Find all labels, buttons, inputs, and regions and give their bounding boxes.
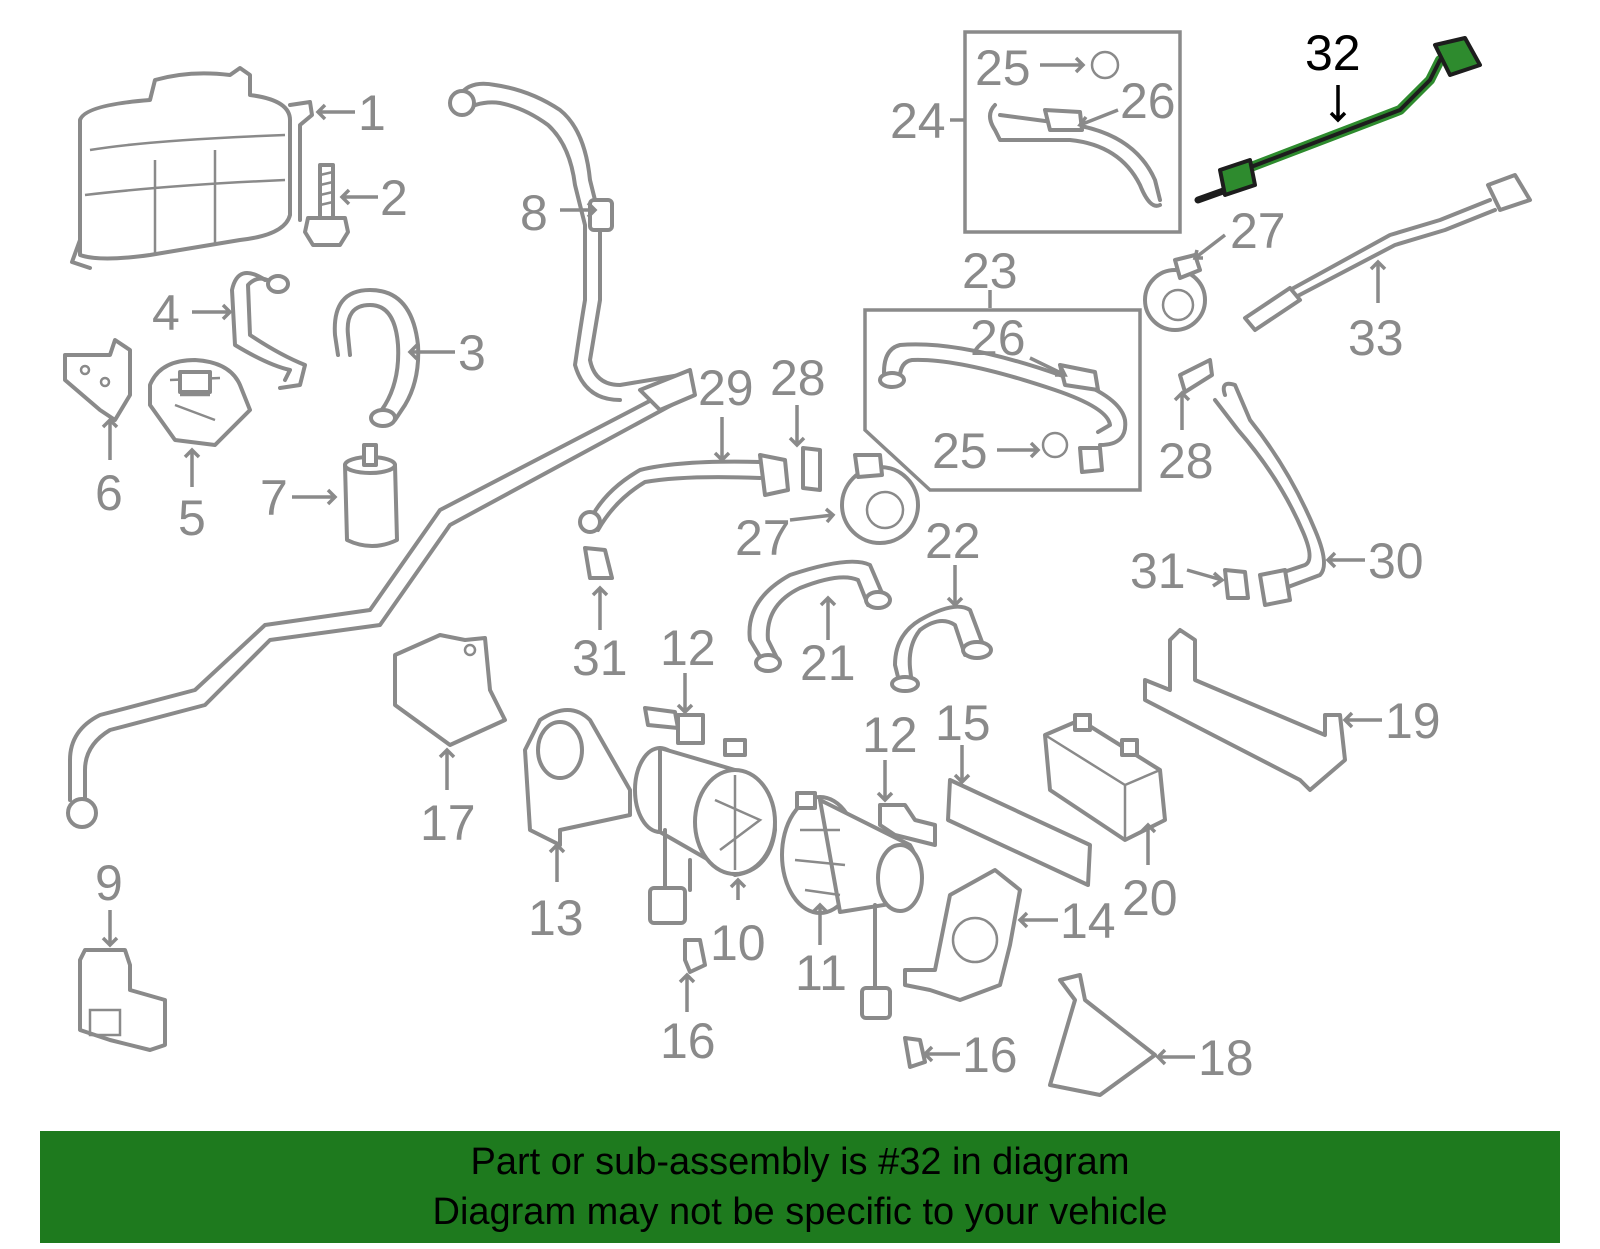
callout-14: 14 [1060,893,1116,949]
callout-26b: 26 [970,310,1026,366]
callout-31a: 31 [572,630,628,686]
callout-8: 8 [520,185,548,241]
part-13-bracket [523,708,632,847]
part-18-shield [1048,973,1157,1097]
callout-9: 9 [95,855,123,911]
info-banner: Part or sub-assembly is #32 in diagram D… [40,1131,1560,1243]
callout-13: 13 [528,890,584,946]
callout-30: 30 [1368,533,1424,589]
callout-7: 7 [260,470,288,526]
banner-line-2: Diagram may not be specific to your vehi… [432,1191,1168,1233]
leader-arrows [101,56,1387,1066]
part-4-hose [230,270,307,390]
callout-33: 33 [1348,310,1404,366]
part-27-lower-valve [840,453,920,545]
part-1-reservoir [70,66,314,270]
part-31b-gasket [1223,568,1250,600]
part-9-pipe [66,368,697,1052]
callout-16a: 16 [660,1013,716,1069]
callout-17: 17 [420,795,476,851]
callout-11: 11 [795,945,847,1001]
part-7-filter [343,443,399,548]
callout-3: 3 [458,325,486,381]
callout-20: 20 [1122,870,1178,926]
part-14-cover [903,868,1022,1002]
part-12b-sensor [878,803,937,847]
callout-25b: 25 [932,423,988,479]
part-28b-gasket [1178,358,1214,394]
callout-27a: 27 [1230,203,1286,259]
callout-31b: 31 [1130,543,1186,599]
callout-16b: 16 [962,1027,1018,1083]
callout-27b: 27 [735,510,791,566]
part-22-hose [890,604,993,693]
callout-labels: 1 2 3 4 5 6 7 8 9 10 11 12 12 13 14 15 1… [95,25,1441,1086]
part-17-shield [393,633,507,747]
part-20-module [1043,713,1167,842]
part-32-sensor-highlighted [1194,36,1482,204]
part-11-pump [780,791,924,1020]
part-3-hose [332,288,421,428]
callout-28b: 28 [1158,433,1214,489]
part-21-hose [747,559,892,673]
callout-12b: 12 [862,707,918,763]
part-12a-sensor [643,706,705,745]
callout-21: 21 [800,635,856,691]
part-16a-clip [683,938,707,974]
callout-24: 24 [890,93,946,149]
callout-10: 10 [710,915,766,971]
callout-28a: 28 [770,350,826,406]
callout-25a: 25 [975,40,1031,96]
callout-2: 2 [380,170,408,226]
part-5-valve [148,358,252,447]
part-19-bracket [1143,628,1347,792]
callout-4: 4 [152,285,180,341]
part-29-pipe [578,453,790,534]
part-33-sensor [1243,173,1532,332]
callout-12a: 12 [660,620,716,676]
callout-6: 6 [95,465,123,521]
part-27-upper-valve [1143,253,1207,332]
part-15-strip [946,778,1092,887]
callout-1: 1 [358,85,386,141]
callout-22: 22 [925,513,981,569]
banner-line-1: Part or sub-assembly is #32 in diagram [470,1141,1130,1183]
part-6-bracket [63,338,132,422]
part-2-bolt [303,163,350,247]
part-28a-gasket [801,446,822,492]
callout-32: 32 [1305,25,1361,81]
callout-19: 19 [1385,693,1441,749]
callout-29: 29 [698,360,754,416]
callout-15: 15 [935,695,991,751]
callout-18: 18 [1198,1030,1254,1086]
part-23-kit-box [863,308,1142,492]
part-30-pipe [1213,381,1326,607]
callout-23: 23 [962,243,1018,299]
part-16b-clip [903,1036,927,1069]
part-10-pump [633,738,777,925]
part-31a-gasket [583,546,614,580]
callout-5: 5 [178,490,206,546]
callout-26a: 26 [1120,73,1176,129]
